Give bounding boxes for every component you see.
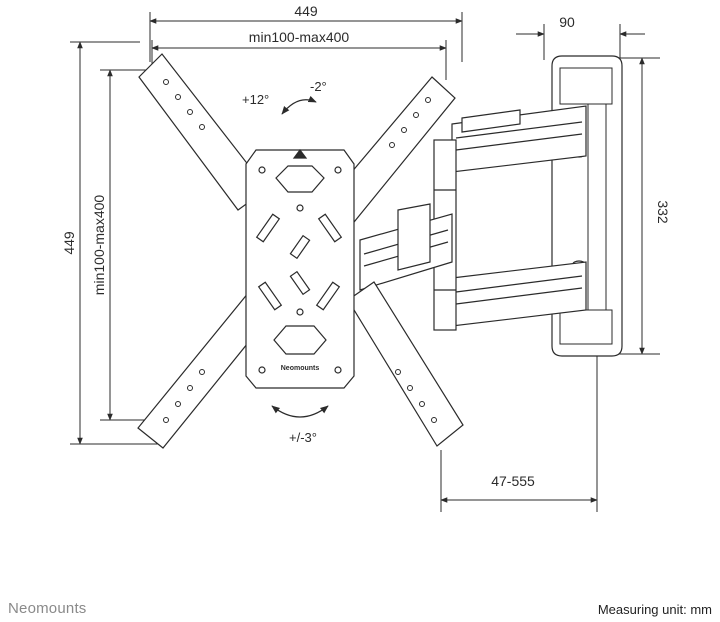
center-plate	[245, 149, 355, 389]
dimension-wall-plate-depth	[516, 24, 645, 60]
swivel-arrow	[271, 405, 329, 418]
tilt-up-label: +12°	[242, 92, 269, 107]
extension-arm-middle	[359, 203, 453, 291]
overall-height-label: 449	[61, 231, 77, 255]
dimension-wall-plate-height	[615, 57, 660, 355]
dimension-extension-range	[440, 330, 598, 512]
tilt-down-label: -2°	[310, 79, 327, 94]
dimension-vesa-vertical	[100, 69, 150, 421]
dimension-overall-width	[149, 12, 463, 62]
swivel-label: +/-3°	[289, 430, 317, 445]
vesa-vertical-label: min100-max400	[91, 195, 107, 296]
plate-brand-label: Neomounts	[281, 365, 320, 372]
extension-arm-upper	[451, 105, 587, 173]
brand-logo-text: Neomounts	[8, 600, 87, 617]
measuring-unit-note: Measuring unit: mm	[597, 602, 712, 617]
vesa-horizontal-label: min100-max400	[249, 29, 350, 45]
vesa-arm-bottom-right	[347, 281, 464, 447]
overall-width-label: 449	[294, 3, 318, 19]
dimension-vesa-horizontal	[151, 40, 447, 80]
vesa-slot-holes	[163, 79, 437, 423]
wall-plate-depth-label: 90	[559, 14, 575, 30]
tilt-arrow	[281, 95, 317, 115]
extension-range-label: 47-555	[491, 473, 535, 489]
wall-plate-height-label: 332	[655, 200, 671, 224]
dimension-overall-height	[70, 41, 160, 445]
